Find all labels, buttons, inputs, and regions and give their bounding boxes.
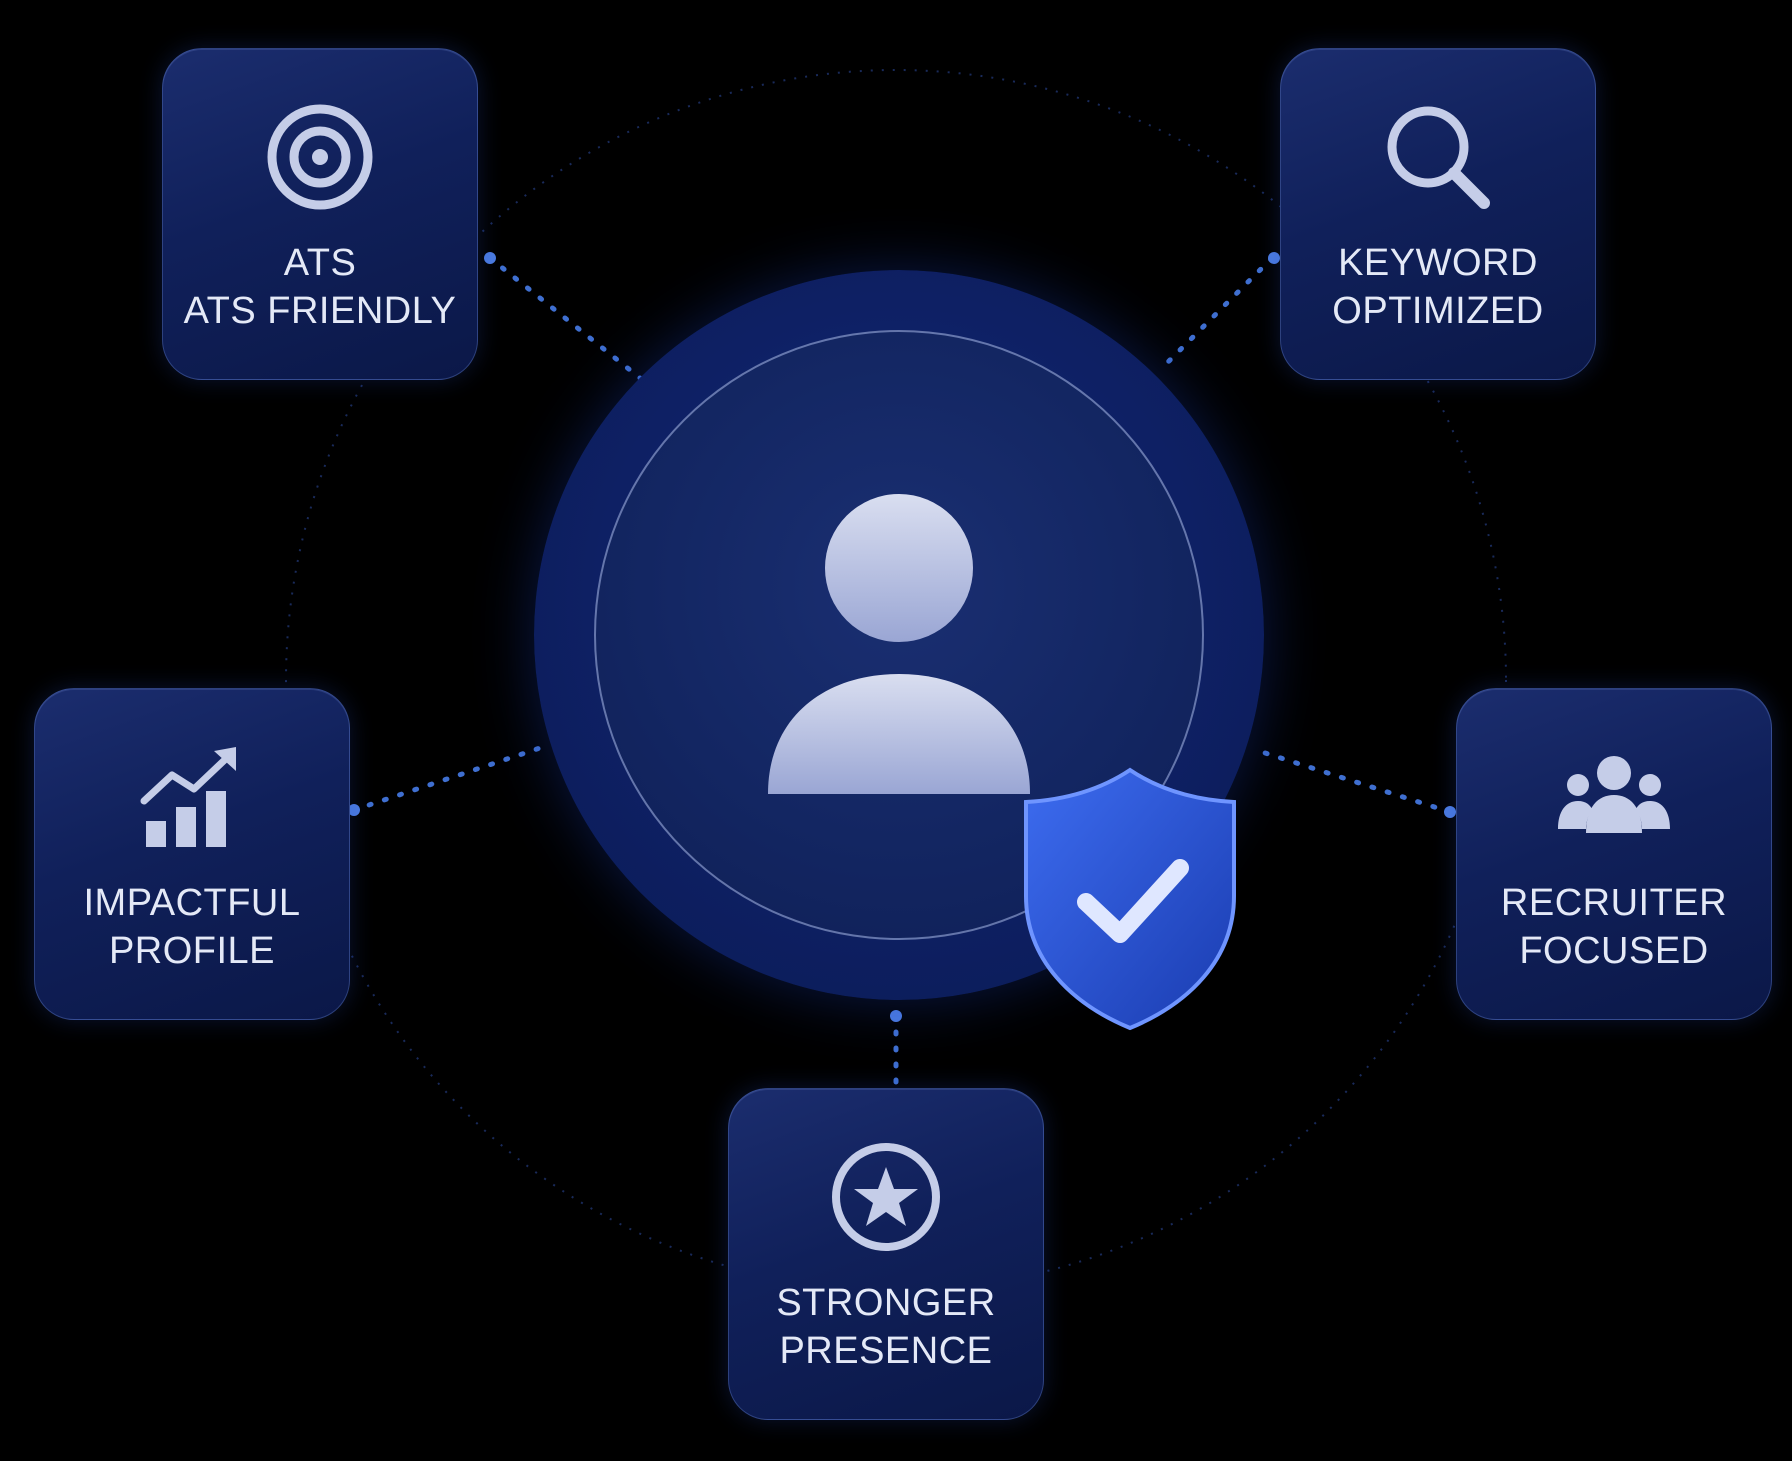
card-label-line: PROFILE (108, 930, 276, 972)
card-label: ATS ATS FRIENDLY (184, 239, 457, 335)
card-label-line: FOCUSED (1519, 930, 1709, 972)
star-badge-icon (826, 1137, 946, 1257)
connector-dot-recruiter (1444, 806, 1456, 818)
card-label: IMPACTFUL PROFILE (83, 879, 300, 975)
people-group-icon (1554, 737, 1674, 857)
connector-keyword (1157, 255, 1275, 373)
card-label-line: IMPACTFUL (83, 882, 301, 924)
card-label-line: STRONGER (776, 1282, 996, 1324)
connector-impactful (351, 745, 543, 813)
connector-dot-presence (890, 1010, 902, 1022)
card-label: STRONGER PRESENCE (776, 1279, 995, 1375)
target-icon (260, 97, 380, 217)
shield-check-icon (1024, 767, 1236, 1031)
card-label-line: ATS (283, 242, 357, 284)
growth-chart-icon (132, 737, 252, 857)
feature-card-recruiter: RECRUITER FOCUSED (1456, 688, 1772, 1020)
card-label: KEYWORD OPTIMIZED (1332, 239, 1543, 335)
card-label-line: RECRUITER (1500, 882, 1728, 924)
feature-card-ats: ATS ATS FRIENDLY (162, 48, 478, 380)
card-label-line: ATS FRIENDLY (183, 290, 457, 332)
connector-dot-impactful (348, 804, 360, 816)
card-label-line: OPTIMIZED (1332, 290, 1544, 332)
user-avatar-icon (768, 494, 1030, 794)
card-label: RECRUITER FOCUSED (1501, 879, 1727, 975)
connector-dot-keyword (1268, 252, 1280, 264)
feature-card-presence: STRONGER PRESENCE (728, 1088, 1044, 1420)
card-label-line: KEYWORD (1338, 242, 1538, 284)
magnifier-icon (1378, 97, 1498, 217)
feature-card-impactful: IMPACTFUL PROFILE (34, 688, 350, 1020)
connector-recruiter (1259, 749, 1453, 815)
card-label-line: PRESENCE (779, 1330, 993, 1372)
feature-card-keyword: KEYWORD OPTIMIZED (1280, 48, 1596, 380)
connector-ats (487, 255, 643, 381)
connector-dot-ats (484, 252, 496, 264)
